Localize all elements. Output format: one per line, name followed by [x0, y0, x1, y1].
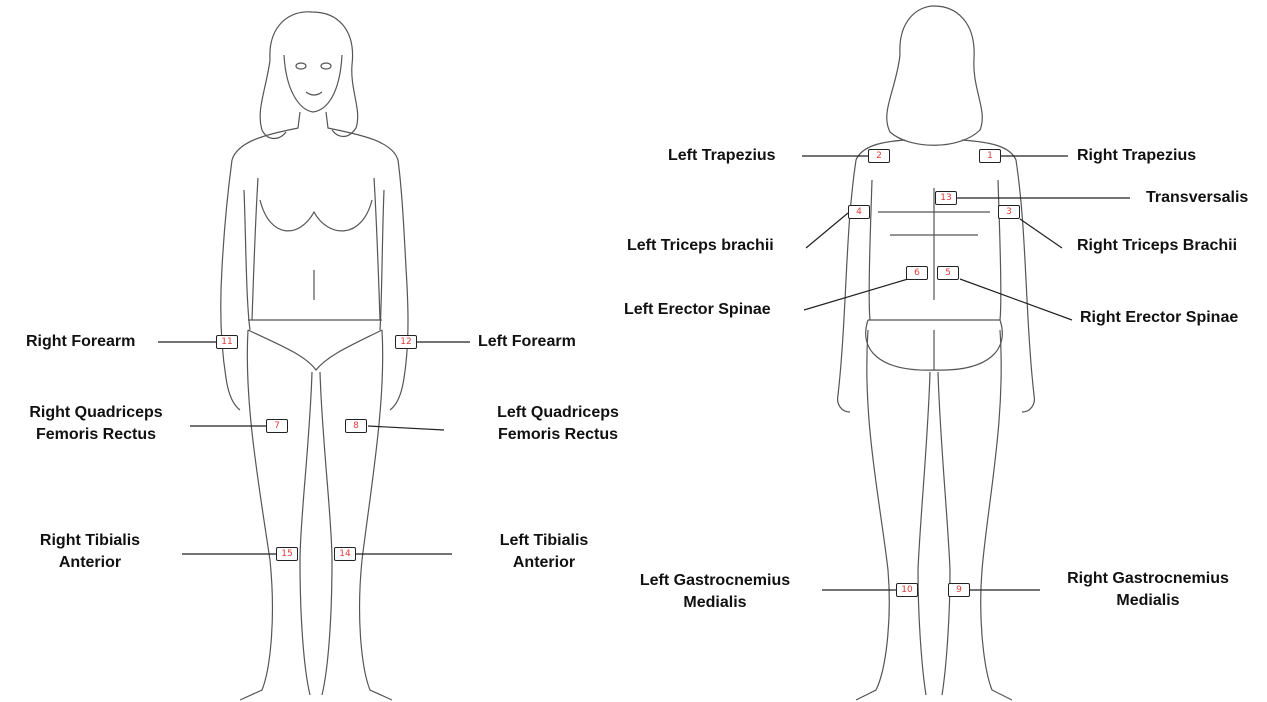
marker-2[interactable]: 2 [868, 149, 890, 163]
label-left-gastrocnemius-line1: Left Gastrocnemius [622, 570, 808, 592]
back-figure [838, 6, 1035, 700]
marker-14[interactable]: 14 [334, 547, 356, 561]
label-right-gastrocnemius: Right Gastrocnemius Medialis [1052, 568, 1244, 612]
label-right-triceps: Right Triceps Brachii [1077, 235, 1237, 257]
label-right-quadriceps: Right Quadriceps Femoris Rectus [8, 402, 184, 446]
label-left-trapezius: Left Trapezius [668, 145, 776, 167]
label-left-tibialis-line1: Left Tibialis [474, 530, 614, 552]
label-left-quadriceps-line1: Left Quadriceps [470, 402, 646, 424]
marker-9[interactable]: 9 [948, 583, 970, 597]
marker-5[interactable]: 5 [937, 266, 959, 280]
label-left-forearm: Left Forearm [478, 331, 576, 353]
label-left-erector: Left Erector Spinae [624, 299, 771, 321]
marker-4[interactable]: 4 [848, 205, 870, 219]
label-left-gastrocnemius-line2: Medialis [622, 592, 808, 614]
leader-lines [158, 156, 1130, 590]
marker-3[interactable]: 3 [998, 205, 1020, 219]
label-left-triceps: Left Triceps brachii [627, 235, 774, 257]
label-transversalis: Transversalis [1146, 187, 1248, 209]
label-right-tibialis: Right Tibialis Anterior [20, 530, 160, 574]
label-right-quadriceps-line1: Right Quadriceps [8, 402, 184, 424]
label-right-gastrocnemius-line1: Right Gastrocnemius [1052, 568, 1244, 590]
label-left-tibialis: Left Tibialis Anterior [474, 530, 614, 574]
marker-12[interactable]: 12 [395, 335, 417, 349]
label-left-quadriceps-line2: Femoris Rectus [470, 424, 646, 446]
marker-1[interactable]: 1 [979, 149, 1001, 163]
label-right-quadriceps-line2: Femoris Rectus [8, 424, 184, 446]
marker-15[interactable]: 15 [276, 547, 298, 561]
marker-13[interactable]: 13 [935, 191, 957, 205]
marker-10[interactable]: 10 [896, 583, 918, 597]
marker-7[interactable]: 7 [266, 419, 288, 433]
label-left-quadriceps: Left Quadriceps Femoris Rectus [470, 402, 646, 446]
label-left-gastrocnemius: Left Gastrocnemius Medialis [622, 570, 808, 614]
marker-11[interactable]: 11 [216, 335, 238, 349]
marker-8[interactable]: 8 [345, 419, 367, 433]
label-right-trapezius: Right Trapezius [1077, 145, 1196, 167]
marker-6[interactable]: 6 [906, 266, 928, 280]
label-right-forearm: Right Forearm [26, 331, 135, 353]
label-left-tibialis-line2: Anterior [474, 552, 614, 574]
label-right-tibialis-line1: Right Tibialis [20, 530, 160, 552]
label-right-gastrocnemius-line2: Medialis [1052, 590, 1244, 612]
front-figure [221, 12, 408, 700]
label-right-erector: Right Erector Spinae [1080, 307, 1238, 329]
label-right-tibialis-line2: Anterior [20, 552, 160, 574]
